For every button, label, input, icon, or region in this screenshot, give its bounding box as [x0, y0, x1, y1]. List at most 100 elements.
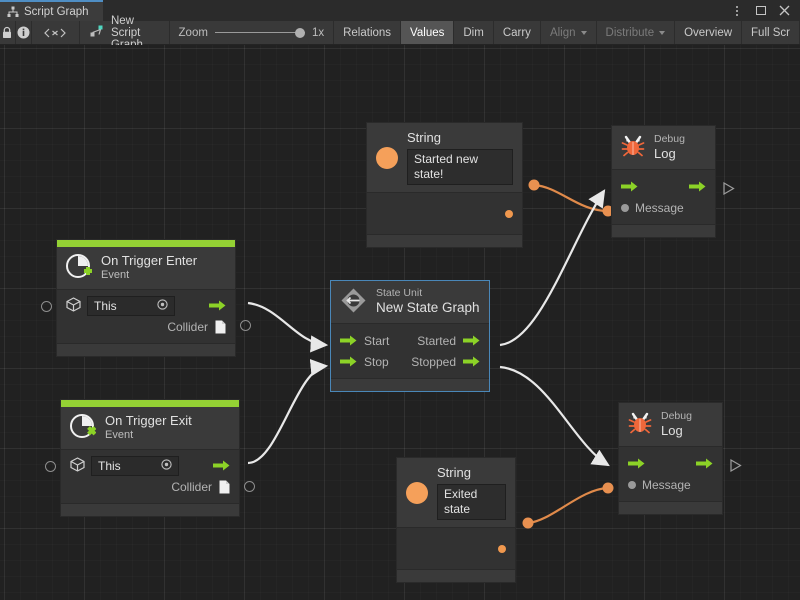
- node-subtitle: Debug: [661, 410, 692, 422]
- node-debug-log-top[interactable]: Debug Log Message: [611, 125, 716, 239]
- flow-output-arrow-icon[interactable]: [689, 181, 706, 192]
- toolbar-button-carry[interactable]: Carry: [493, 21, 541, 44]
- collider-output-port-exit[interactable]: [244, 481, 255, 492]
- collider-output-port-enter[interactable]: [240, 320, 251, 331]
- node-on-trigger-exit[interactable]: On Trigger Exit Event This: [60, 399, 240, 517]
- graph-canvas[interactable]: String Started new state!: [0, 45, 800, 600]
- tab-label: Script Graph: [24, 5, 89, 18]
- toolbar-button-full-screen[interactable]: Full Scr: [742, 21, 800, 44]
- toolbar-button-dim[interactable]: Dim: [454, 21, 494, 44]
- node-header: On Trigger Enter Event: [57, 247, 235, 290]
- bug-icon: [628, 412, 652, 437]
- node-debug-log-bottom[interactable]: Debug Log Message: [618, 402, 723, 516]
- toolbar-button-label: Relations: [343, 26, 392, 39]
- value-output-port[interactable]: [397, 538, 515, 559]
- toolbar-button-align[interactable]: Align: [540, 21, 597, 44]
- stop-input-arrow-icon[interactable]: [340, 356, 357, 367]
- node-footer: [612, 224, 715, 238]
- toolbar-button-relations[interactable]: Relations: [334, 21, 402, 44]
- start-label: Start: [364, 333, 390, 348]
- flow-output-arrow-icon[interactable]: [213, 460, 230, 471]
- toolbar-button-values[interactable]: Values: [401, 21, 455, 44]
- node-subtitle: Debug: [654, 133, 685, 145]
- node-header: Debug Log: [619, 403, 722, 448]
- flow-input-arrow-icon[interactable]: [628, 458, 645, 469]
- start-input-arrow-icon[interactable]: [340, 335, 357, 346]
- string-value-text: Exited state: [444, 487, 478, 517]
- node-title: On Trigger Exit: [105, 413, 192, 428]
- node-body: Message: [619, 447, 722, 502]
- document-icon: [215, 320, 226, 334]
- event-accent-bar: [61, 400, 239, 407]
- close-icon[interactable]: [778, 4, 791, 17]
- gameobject-cube-icon: [66, 296, 81, 315]
- value-output-port[interactable]: [367, 203, 522, 224]
- node-header: String Started new state!: [367, 123, 522, 194]
- tab-script-graph[interactable]: Script Graph: [0, 0, 103, 21]
- target-value: This: [94, 298, 117, 313]
- kebab-icon[interactable]: [730, 4, 743, 17]
- stopped-output-arrow-icon[interactable]: [463, 356, 480, 367]
- target-dropdown[interactable]: This: [91, 455, 179, 476]
- zoom-slider[interactable]: [214, 27, 305, 39]
- message-input-dot: [621, 203, 629, 212]
- edge-string-top-to-log-top: [528, 179, 614, 217]
- graph-name-field[interactable]: New Script Graph: [80, 15, 170, 51]
- target-input-port-exit[interactable]: [45, 461, 56, 472]
- toolbar-button-label: Values: [410, 26, 445, 39]
- collider-port-row[interactable]: Collider: [57, 316, 235, 337]
- target-picker-icon[interactable]: [157, 298, 168, 313]
- node-state-unit[interactable]: State Unit New State Graph Start Started: [330, 280, 490, 392]
- toolbar-button-overview[interactable]: Overview: [675, 21, 743, 44]
- node-title: String: [437, 465, 471, 480]
- node-string-bottom[interactable]: String Exited state: [396, 457, 516, 584]
- node-header: State Unit New State Graph: [331, 281, 489, 324]
- string-value-text: Started new state!: [414, 152, 479, 182]
- target-picker-icon[interactable]: [161, 458, 172, 473]
- maximize-icon[interactable]: [754, 4, 767, 17]
- flow-port-row: [619, 453, 722, 474]
- start-started-row: Start Started: [331, 330, 489, 351]
- flow-output-arrow-icon[interactable]: [696, 458, 713, 469]
- zoom-control[interactable]: Zoom 1x: [170, 21, 335, 44]
- stop-label: Stop: [364, 354, 389, 369]
- lock-icon[interactable]: [0, 21, 16, 44]
- node-header: Debug Log: [612, 126, 715, 171]
- node-footer: [61, 503, 239, 516]
- flow-output-arrow-icon[interactable]: [209, 300, 226, 311]
- node-subtitle: Event: [105, 429, 134, 442]
- flow-output-port-log-top[interactable]: [723, 181, 735, 196]
- flow-input-arrow-icon[interactable]: [621, 181, 638, 192]
- string-value-input[interactable]: Started new state!: [407, 149, 513, 186]
- message-port-row[interactable]: Message: [619, 474, 722, 495]
- node-title: On Trigger Enter: [101, 253, 198, 268]
- chevron-down-icon: [659, 30, 666, 35]
- toolbar-button-distribute[interactable]: Distribute: [596, 21, 676, 44]
- info-icon[interactable]: [15, 21, 32, 44]
- node-string-top[interactable]: String Started new state!: [366, 122, 523, 249]
- node-on-trigger-enter[interactable]: On Trigger Enter Event This: [56, 239, 236, 357]
- flow-output-port-log-bottom[interactable]: [730, 458, 742, 473]
- target-value: This: [98, 458, 121, 473]
- collider-port-row[interactable]: Collider: [61, 476, 239, 497]
- toolbar-button-label: Distribute: [605, 26, 655, 39]
- document-icon: [219, 480, 230, 494]
- graph-toolbar: New Script Graph Zoom 1x Relations Value…: [0, 15, 800, 51]
- node-header: String Exited state: [397, 458, 515, 529]
- toolbar-button-label: Dim: [463, 26, 484, 39]
- target-input-port-enter[interactable]: [41, 301, 52, 312]
- started-output-arrow-icon[interactable]: [463, 335, 480, 346]
- node-title: Log: [654, 146, 676, 162]
- started-label: Started: [417, 333, 456, 348]
- node-title: String: [407, 130, 441, 145]
- target-dropdown[interactable]: This: [87, 295, 175, 316]
- zoom-label: Zoom: [178, 26, 208, 39]
- node-footer: [331, 378, 489, 391]
- stopped-label: Stopped: [411, 354, 456, 369]
- message-port-row[interactable]: Message: [612, 197, 715, 218]
- code-brackets-icon[interactable]: [31, 21, 80, 44]
- string-value-icon: [376, 146, 398, 169]
- string-value-input[interactable]: Exited state: [437, 484, 506, 521]
- target-port-row: This: [57, 295, 235, 316]
- collider-exit-icon: [70, 413, 97, 443]
